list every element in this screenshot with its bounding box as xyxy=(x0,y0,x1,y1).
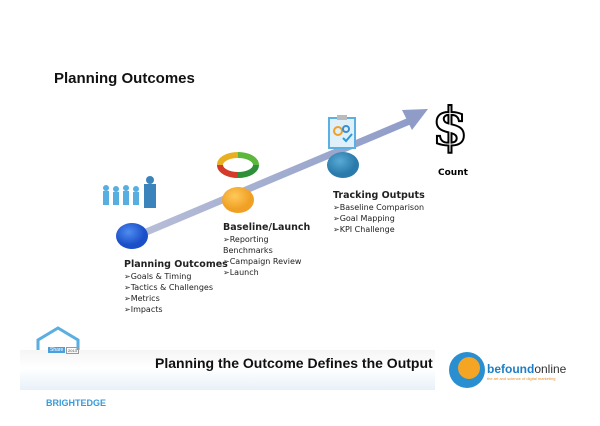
list-item: Goals & Timing xyxy=(124,271,228,282)
wordmark-part: befound xyxy=(487,362,535,376)
befoundonline-wordmark: befoundonline xyxy=(487,362,566,376)
list-item: Metrics xyxy=(124,293,228,304)
list-item: Tactics & Challenges xyxy=(124,282,228,293)
stage-heading: Baseline/Launch xyxy=(223,222,311,233)
dollar-icon: $ xyxy=(431,97,469,158)
stage-heading: Planning Outcomes xyxy=(124,259,228,270)
timeline-arrow-shaft xyxy=(130,116,414,242)
list-item: KPI Challenge xyxy=(333,224,425,235)
slide-title: Planning Outcomes xyxy=(54,70,195,87)
clipboard-report-icon xyxy=(328,115,356,149)
people-icon xyxy=(103,176,156,208)
befoundonline-logo xyxy=(449,352,485,388)
wordmark-part: online xyxy=(534,362,567,376)
count-label: Count xyxy=(438,168,468,178)
stage-marker-baseline xyxy=(222,187,254,213)
year-badge: 2013 xyxy=(66,347,79,354)
footer-title: Planning the Outcome Defines the Output xyxy=(155,355,433,371)
brightedge-wordmark: BRIGHTEDGE xyxy=(46,398,107,408)
stage-marker-planning xyxy=(116,223,148,249)
timeline-arrowhead xyxy=(402,109,428,130)
stage-planning: Planning Outcomes Goals & Timing Tactics… xyxy=(124,258,228,315)
list-item: Impacts xyxy=(124,304,228,315)
share-badge: Share xyxy=(48,347,66,353)
list-item: Baseline Comparison xyxy=(333,202,425,213)
footer-banner xyxy=(20,350,435,390)
stage-tracking: Tracking Outputs Baseline Comparison Goa… xyxy=(333,189,425,235)
cycle-arrows-icon xyxy=(217,152,259,178)
stage-marker-tracking xyxy=(327,152,359,178)
list-item: Reporting Benchmarks xyxy=(223,234,303,256)
stage-baseline: Baseline/Launch Reporting Benchmarks Cam… xyxy=(223,221,311,278)
list-item: Launch xyxy=(223,267,303,278)
list-item: Goal Mapping xyxy=(333,213,425,224)
befoundonline-tagline: the art and science of digital marketing xyxy=(487,376,556,381)
stage-heading: Tracking Outputs xyxy=(333,190,425,201)
list-item: Campaign Review xyxy=(223,256,303,267)
